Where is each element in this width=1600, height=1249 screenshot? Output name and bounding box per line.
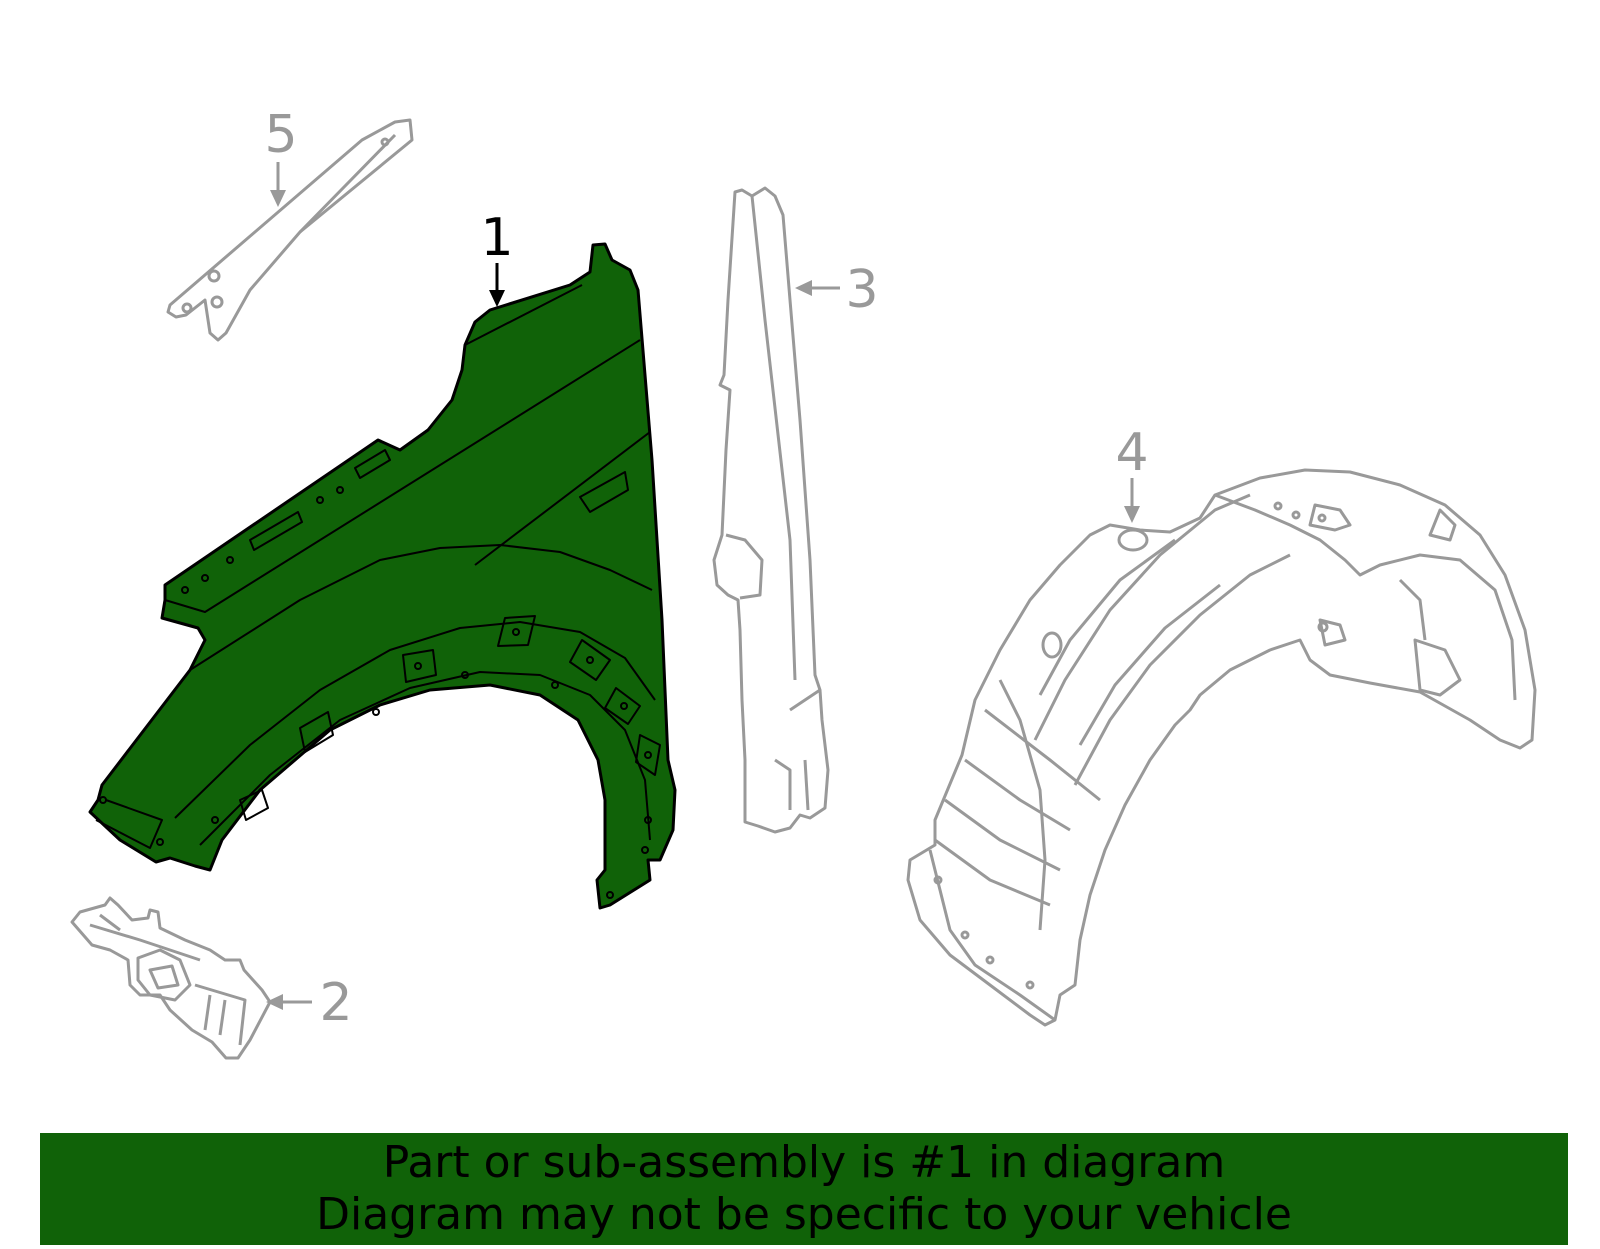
part-4-liner[interactable] (906, 468, 1537, 1027)
callout-4-number: 4 (1115, 423, 1148, 483)
callout-1-number: 1 (480, 208, 513, 268)
part-1-fender[interactable] (88, 242, 677, 910)
parts-diagram: 1 2 3 4 5 (70, 105, 1537, 1060)
callout-2: 2 (266, 973, 353, 1033)
part-3-seal[interactable] (712, 186, 830, 834)
callout-3: 3 (795, 260, 879, 320)
banner-line-1: Part or sub-assembly is #1 in diagram (382, 1137, 1226, 1188)
callout-3-number: 3 (845, 260, 878, 320)
part-5-bracket[interactable] (166, 118, 414, 342)
callout-5-number: 5 (264, 105, 297, 165)
info-banner: Part or sub-assembly is #1 in diagram Di… (40, 1133, 1568, 1245)
part-2-bracket[interactable] (70, 896, 272, 1060)
callout-2-number: 2 (319, 973, 352, 1033)
callout-5: 5 (264, 105, 298, 207)
banner-line-2: Diagram may not be specific to your vehi… (316, 1189, 1292, 1240)
callout-1: 1 (480, 208, 514, 307)
callout-4: 4 (1115, 423, 1149, 523)
